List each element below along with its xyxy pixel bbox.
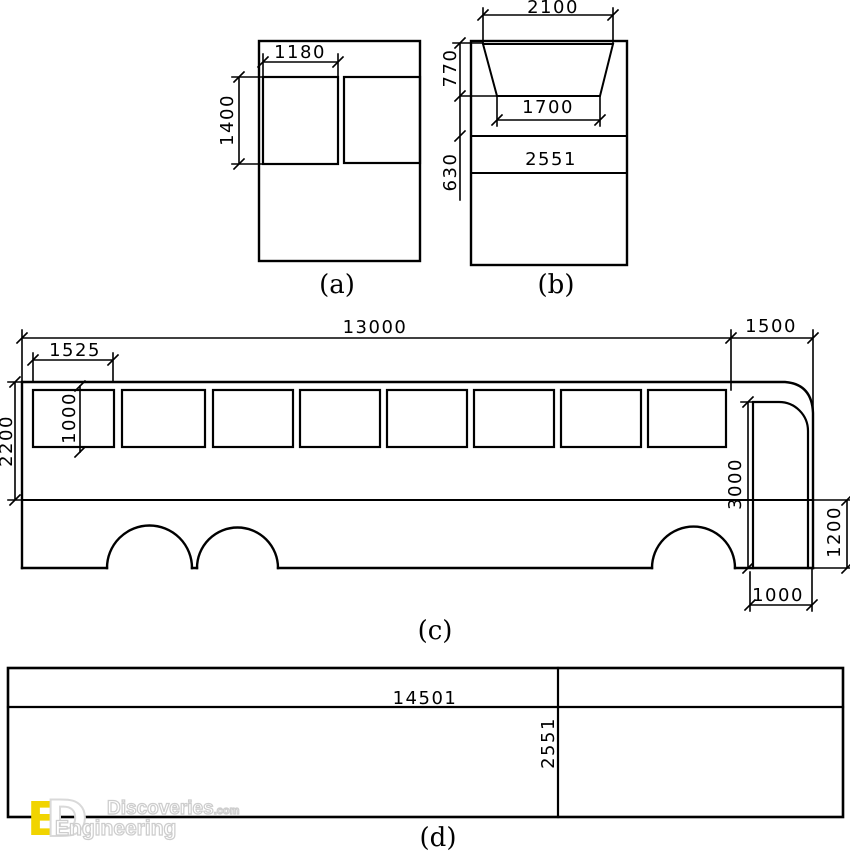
logo-letter-e-icon: E [27,792,59,846]
engineering-discoveries-watermark: E D Discoveries.com Engineering [27,790,240,852]
dim-13000-label: 13000 [342,317,408,338]
panel-c-side-view [7,329,850,612]
dim-770-label: 770 [440,48,461,88]
panel-c-label: (c) [417,616,453,646]
dim-ticks-c [8,331,850,612]
side-window-7 [559,388,643,449]
panel-a-rear-view [231,39,422,263]
dim-630-label: 630 [440,152,461,192]
wheel-arches [105,524,737,570]
side-window-5 [385,388,469,449]
side-window-3 [211,388,295,449]
watermark-discoveries-text: Discoveries.com [106,797,240,820]
dim-2551-plan-label: 2551 [538,717,559,769]
rear-window-left [261,75,340,166]
dim-lines-1400 [231,76,264,165]
dim-1000-window-label: 1000 [59,392,80,444]
dim-ticks-a [232,55,345,171]
dim-2200-label: 2200 [0,415,17,467]
dim-1500-label: 1500 [745,316,797,337]
watermark-word-top-suffix: .com [213,804,240,817]
dim-lines-1500 [730,329,814,414]
bus-roof-and-front [20,380,815,570]
dim-2100-label: 2100 [527,0,579,18]
watermark-engineering-text: Engineering [54,816,177,840]
dim-1200-label: 1200 [824,506,845,558]
dim-1700-label: 1700 [522,97,574,118]
dim-1400-label: 1400 [217,94,238,146]
logo-letter-d-icon: D [45,790,88,848]
front-body-outline [469,39,629,267]
dim-lines-1525 [32,352,114,383]
watermark-word-top: Discoveries [106,797,214,819]
side-window-8 [646,388,728,449]
side-window-6 [472,388,556,449]
dim-1180-label: 1180 [274,42,326,63]
windshield-trapezoid [481,43,615,97]
side-windows [31,388,728,449]
side-window-1 [31,388,116,449]
dim-1000-door-label: 1000 [752,585,804,606]
panel-b-label: (b) [537,270,575,300]
dim-3000-label: 3000 [725,458,746,510]
panel-d-label: (d) [419,823,457,853]
rear-body-outline [257,39,422,263]
front-body-lines [470,135,628,174]
panel-b-front-view [452,7,629,267]
dim-1525-label: 1525 [49,340,101,361]
plan-outline [6,666,845,819]
dim-2551-front-label: 2551 [525,149,577,170]
dim-lines-1180 [262,53,339,78]
dim-ticks-b [453,8,620,143]
side-window-2 [120,388,207,449]
dim-14501-label: 14501 [392,688,458,709]
front-door [751,400,810,570]
panel-a-label: (a) [319,270,355,300]
rear-window-right [342,75,422,165]
panel-d-plan-view [6,666,845,819]
dim-lines-770-630 [452,42,498,201]
side-window-4 [298,388,382,449]
